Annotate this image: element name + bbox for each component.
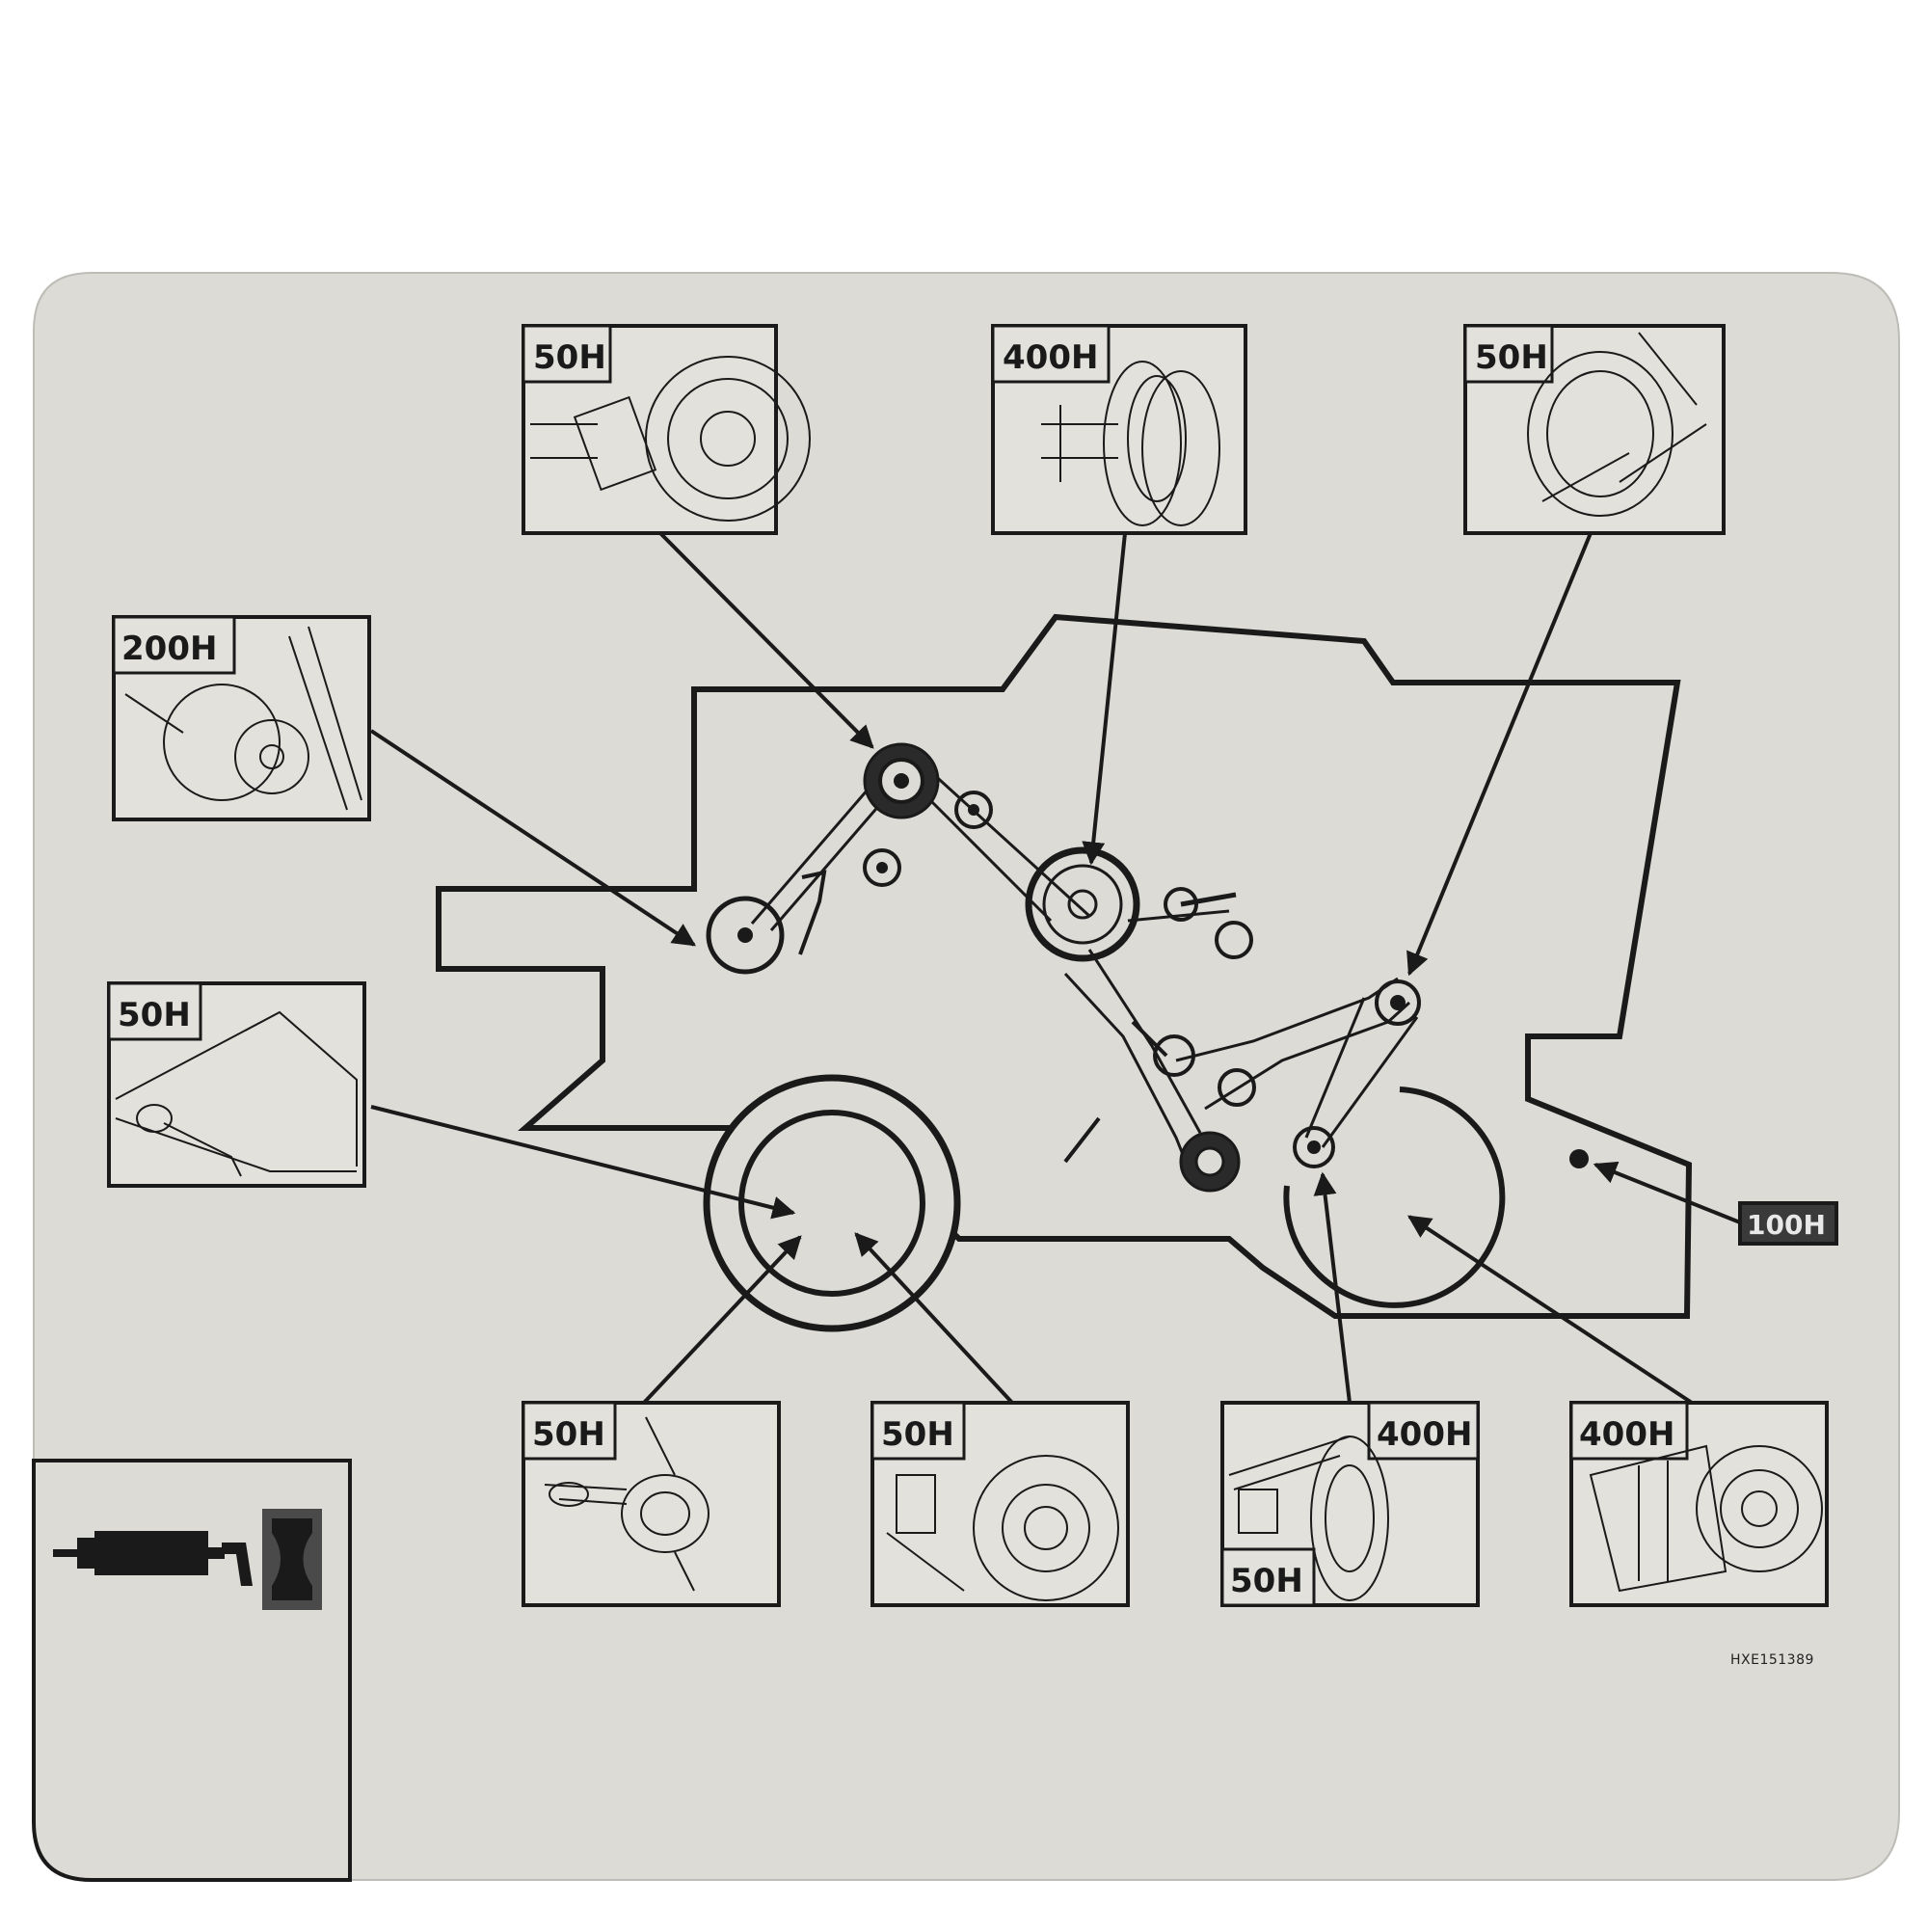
interval-label-bottom-3-upper: 400H — [1377, 1415, 1472, 1454]
pulley-lower — [1179, 1131, 1241, 1193]
machine-outline — [436, 613, 1693, 1319]
detail-box-top-left — [522, 324, 811, 535]
interval-label-top-left: 50H — [533, 338, 606, 377]
front-wheel — [703, 1074, 961, 1332]
grease-cartridge-icon — [262, 1509, 322, 1610]
interval-label-left-upper: 200H — [121, 630, 217, 668]
detail-box-left-lower — [107, 981, 366, 1188]
interval-label-bottom-3-lower: 50H — [1230, 1562, 1303, 1600]
interval-label-bottom-4: 400H — [1579, 1415, 1674, 1454]
pulley-upper-right — [1375, 979, 1421, 1026]
reference-code: HXE151389 — [1730, 1652, 1814, 1668]
pulley-small-upper — [954, 791, 993, 829]
detail-box-top-right — [1463, 324, 1726, 535]
detail-box-bottom-4 — [1569, 1401, 1829, 1607]
lubricant-icon-box — [32, 1459, 352, 1882]
detail-box-bottom-1 — [522, 1401, 781, 1607]
interval-label-top-center: 400H — [1003, 338, 1098, 377]
pulley-right-cluster — [1164, 887, 1253, 959]
pulley-mid — [1063, 1020, 1256, 1164]
pulley-tensioner — [1293, 1126, 1335, 1168]
pulley-upper — [863, 742, 940, 819]
pulley-idler-left — [798, 848, 901, 955]
detail-box-bottom-3 — [1220, 1401, 1480, 1607]
detail-box-left-upper — [112, 615, 371, 821]
interval-label-bottom-1: 50H — [532, 1415, 605, 1454]
detail-box-small-right — [1738, 1201, 1838, 1246]
pulley-large-left — [706, 896, 785, 975]
detail-box-top-center — [991, 324, 1247, 535]
detail-box-bottom-2 — [870, 1401, 1130, 1607]
interval-label-small-right: 100H — [1747, 1209, 1826, 1241]
grease-gun-icon — [53, 1531, 253, 1586]
rear-wheel-arc — [1283, 1087, 1506, 1308]
grease-point-rear — [1569, 1149, 1589, 1168]
leader-arrows — [369, 526, 1741, 1405]
interval-label-bottom-2: 50H — [881, 1415, 954, 1454]
interval-label-left-lower: 50H — [118, 996, 191, 1034]
interval-label-top-right: 50H — [1475, 338, 1548, 377]
